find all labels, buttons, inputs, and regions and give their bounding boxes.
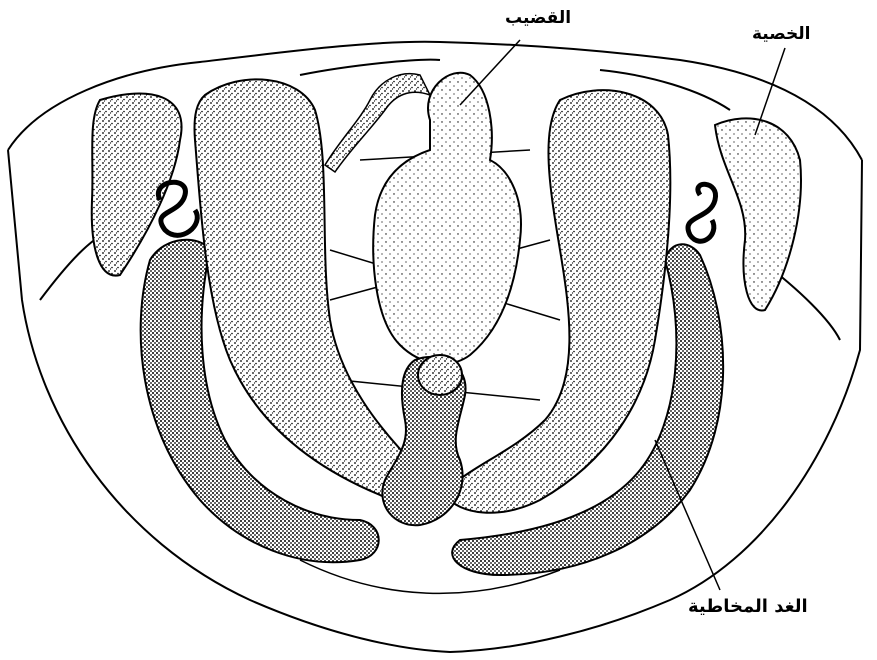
- label-mucous-glands: الغد المخاطية: [688, 596, 808, 617]
- label-penis: القضيب: [505, 8, 571, 28]
- penis: [373, 73, 521, 364]
- label-testis: الخصية: [752, 24, 810, 44]
- right-coiled-duct: [688, 184, 716, 241]
- central-knob: [418, 355, 462, 395]
